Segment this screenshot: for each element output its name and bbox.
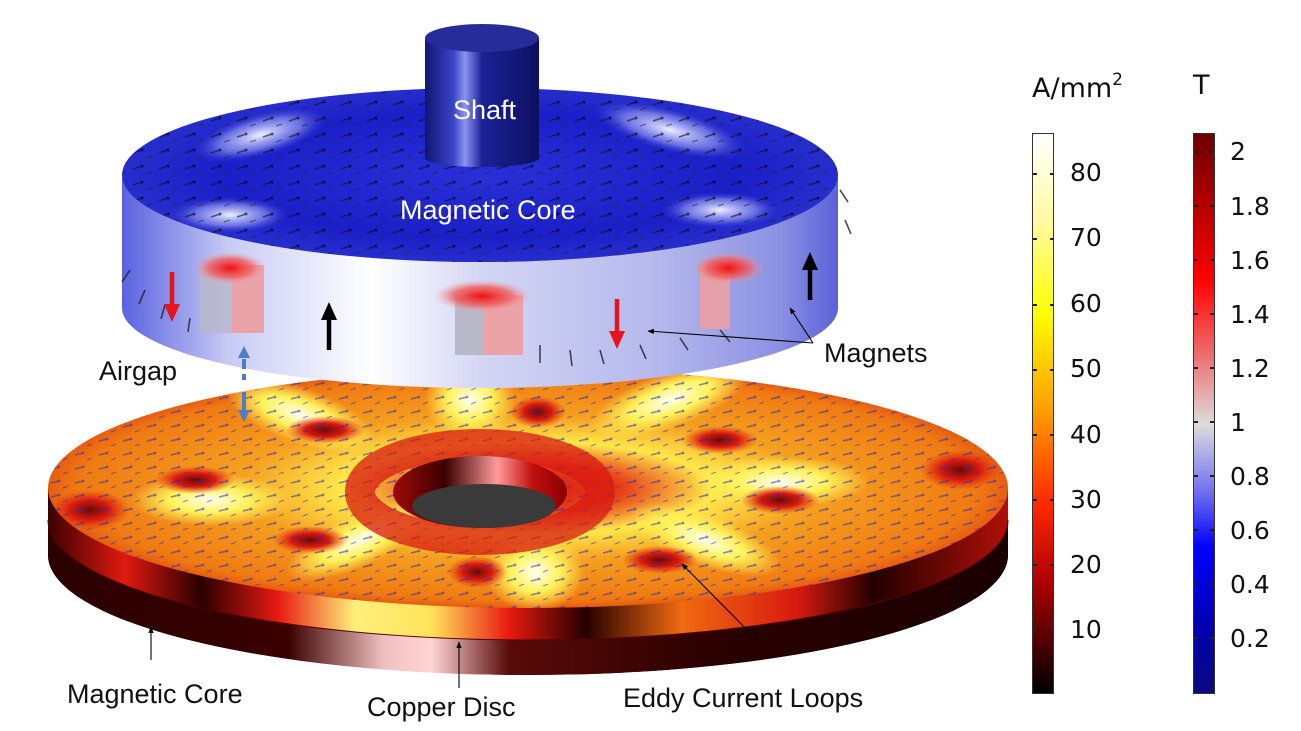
upper-rotor: [121, 88, 852, 388]
tick-label: 1: [1230, 408, 1246, 437]
airgap-label: Airgap: [99, 356, 178, 386]
magnets-label: Magnets: [824, 338, 928, 368]
shaft: [425, 24, 539, 167]
tick-label: 70: [1070, 223, 1102, 252]
tick-label: 2: [1230, 137, 1246, 166]
tick-label: 1.4: [1230, 300, 1270, 329]
lower-assembly: [47, 368, 1009, 675]
tick-label: 30: [1070, 485, 1102, 514]
airgap-marker: [238, 346, 250, 422]
tick-label: 50: [1070, 354, 1102, 383]
tick-label: 10: [1070, 615, 1102, 644]
tick-label: 1.2: [1230, 354, 1270, 383]
colorbar-current-density-title: A/mm2: [1032, 70, 1123, 104]
magnetization-arrows: [164, 252, 818, 350]
tick-label: 40: [1070, 420, 1102, 449]
colorbar-current-density-gradient: [1032, 133, 1054, 694]
eddy-current-loops-label: Eddy Current Loops: [623, 683, 864, 713]
tick-label: 20: [1070, 550, 1102, 579]
tick-label: 0.2: [1230, 624, 1270, 653]
magnetic-core-bottom-label: Magnetic Core: [67, 679, 243, 709]
tick-label: 80: [1070, 158, 1102, 187]
colorbar-flux-density-gradient: [1193, 133, 1215, 694]
colorbar-flux-density-title: T: [1193, 70, 1210, 101]
tick-label: 0.8: [1230, 462, 1270, 491]
leader-lines: [148, 307, 814, 688]
tick-label: 1.8: [1230, 192, 1270, 221]
magnetic-core-top-label: Magnetic Core: [400, 195, 576, 225]
tick-label: 0.6: [1230, 516, 1270, 545]
tick-label: 60: [1070, 289, 1102, 318]
copper-disc-label: Copper Disc: [367, 692, 516, 722]
shaft-label: Shaft: [453, 95, 517, 125]
tick-label: 0.4: [1230, 570, 1270, 599]
tick-label: 1.6: [1230, 246, 1270, 275]
